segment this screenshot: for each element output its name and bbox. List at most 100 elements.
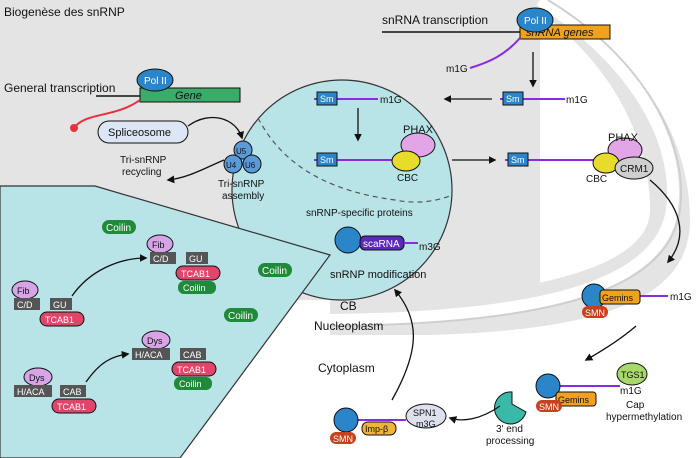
label-sm-b: Sm — [320, 94, 334, 104]
haca-d — [132, 348, 170, 360]
label-coilin-3: Coilin — [228, 311, 253, 322]
label-tcab1-d: TCAB1 — [177, 365, 206, 375]
arrow-tri-to-spliceosome — [166, 159, 225, 184]
label-coilin-b: Coilin — [183, 283, 206, 293]
smn-e — [582, 306, 608, 318]
crm1-d — [614, 156, 654, 180]
label-smn-g: SMN — [333, 434, 353, 444]
arrow-spliceosome-to-tri — [187, 116, 244, 140]
label-sm-c: Sm — [320, 155, 334, 165]
label-cd-b: C/D — [153, 254, 169, 264]
label-sm-d: Sm — [511, 155, 525, 165]
label-sm-a: Sm — [506, 94, 520, 104]
label-coilin-2: Coilin — [262, 266, 287, 277]
label-pol2-right: Pol II — [524, 16, 547, 27]
nascent-snrna — [469, 37, 521, 69]
tgs1 — [616, 362, 648, 386]
sm-b — [316, 91, 338, 106]
sm-g — [333, 407, 359, 433]
haca-c — [14, 385, 52, 397]
label-fib-b: Fib — [152, 240, 165, 250]
label-u6: U6 — [245, 161, 256, 170]
page-title: Biogenèse des snRNP — [4, 5, 125, 19]
label-m1g-e: m1G — [670, 292, 692, 303]
label-cab-c: CAB — [63, 387, 82, 397]
label-cd-a: C/D — [17, 300, 33, 310]
label-phax-c: PHAX — [403, 124, 434, 136]
arrow-import — [391, 288, 415, 401]
smn-f — [536, 400, 562, 412]
label-imp-beta: Imp-β — [365, 424, 388, 434]
label-m1g-top: m1G — [446, 64, 468, 75]
gemins-f — [555, 391, 597, 407]
gemins-e — [599, 289, 641, 305]
u6-icon — [242, 154, 262, 174]
label-u5: U5 — [236, 147, 247, 156]
label-fib-a: Fib — [17, 286, 30, 296]
sm-c — [316, 152, 338, 167]
label-m1g-f: m1G — [620, 386, 642, 397]
label-cb: CB — [340, 299, 357, 313]
arrow-gemins-down — [584, 325, 637, 361]
gu-a — [50, 298, 72, 310]
label-general-transcription: General transcription — [4, 81, 115, 95]
sm-f — [535, 373, 561, 399]
label-smn-f: SMN — [539, 402, 559, 412]
tcab1-b — [175, 265, 221, 281]
spliceosome — [97, 120, 189, 144]
label-coilin-1: Coilin — [106, 223, 131, 234]
sm-d — [507, 152, 529, 167]
coilin-1 — [102, 220, 136, 234]
nascent-rna-left — [73, 99, 141, 129]
cd-a — [14, 298, 40, 310]
coilin-2 — [258, 263, 292, 277]
label-m1g-b: m1G — [380, 95, 402, 106]
label-scarna: scaRNA — [363, 239, 400, 250]
label-phax-d: PHAX — [608, 132, 639, 144]
label-cytoplasm: Cytoplasm — [318, 361, 375, 375]
arrow-crm1-down — [649, 179, 681, 264]
sm-a — [502, 91, 524, 106]
label-u4: U4 — [226, 161, 237, 170]
label-dys-d: Dys — [147, 336, 163, 346]
label-pol2-left: Pol II — [144, 76, 167, 87]
label-dys-c: Dys — [29, 373, 45, 383]
label-cab-d: CAB — [183, 350, 202, 360]
gu-b — [186, 252, 208, 264]
arrow-a-to-b — [71, 254, 148, 297]
label-crm1-d: CRM1 — [620, 164, 649, 175]
arrow-c-to-d — [85, 350, 130, 383]
label-gu-a: GU — [53, 300, 67, 310]
label-tcab1-b: TCAB1 — [181, 269, 210, 279]
nuclear-envelope — [329, 0, 680, 326]
label-gu-b: GU — [189, 254, 203, 264]
label-nucleoplasm: Nucleoplasm — [314, 319, 383, 333]
tcab1-c — [51, 398, 97, 414]
imp-beta — [361, 421, 397, 436]
label-m1g-a: m1G — [566, 95, 588, 106]
label-coilin-d: Coilin — [179, 379, 202, 389]
tcab1-d — [171, 361, 217, 377]
label-gemins-e: Gemins — [602, 293, 634, 303]
label-m3g-spn: m3G — [416, 419, 436, 429]
snrnp-core — [334, 226, 362, 254]
label-cbc-d: CBC — [586, 174, 607, 185]
pol2-left — [136, 68, 174, 92]
coilin-b — [178, 281, 216, 294]
arrow-to-spn1 — [448, 405, 501, 424]
label-snrnp-specific: snRNP-specific proteins — [306, 208, 413, 219]
pol2-right — [516, 7, 554, 33]
nuclear-envelope-outline — [329, 0, 683, 327]
label-cbc-c: CBC — [397, 173, 418, 184]
label-smn-e: SMN — [585, 308, 605, 318]
tcab1-a — [39, 311, 85, 327]
label-haca-d: H/ACA — [135, 350, 163, 360]
coilin-d — [174, 377, 212, 390]
cd-b — [150, 252, 176, 264]
three-end-enzyme — [494, 391, 527, 425]
